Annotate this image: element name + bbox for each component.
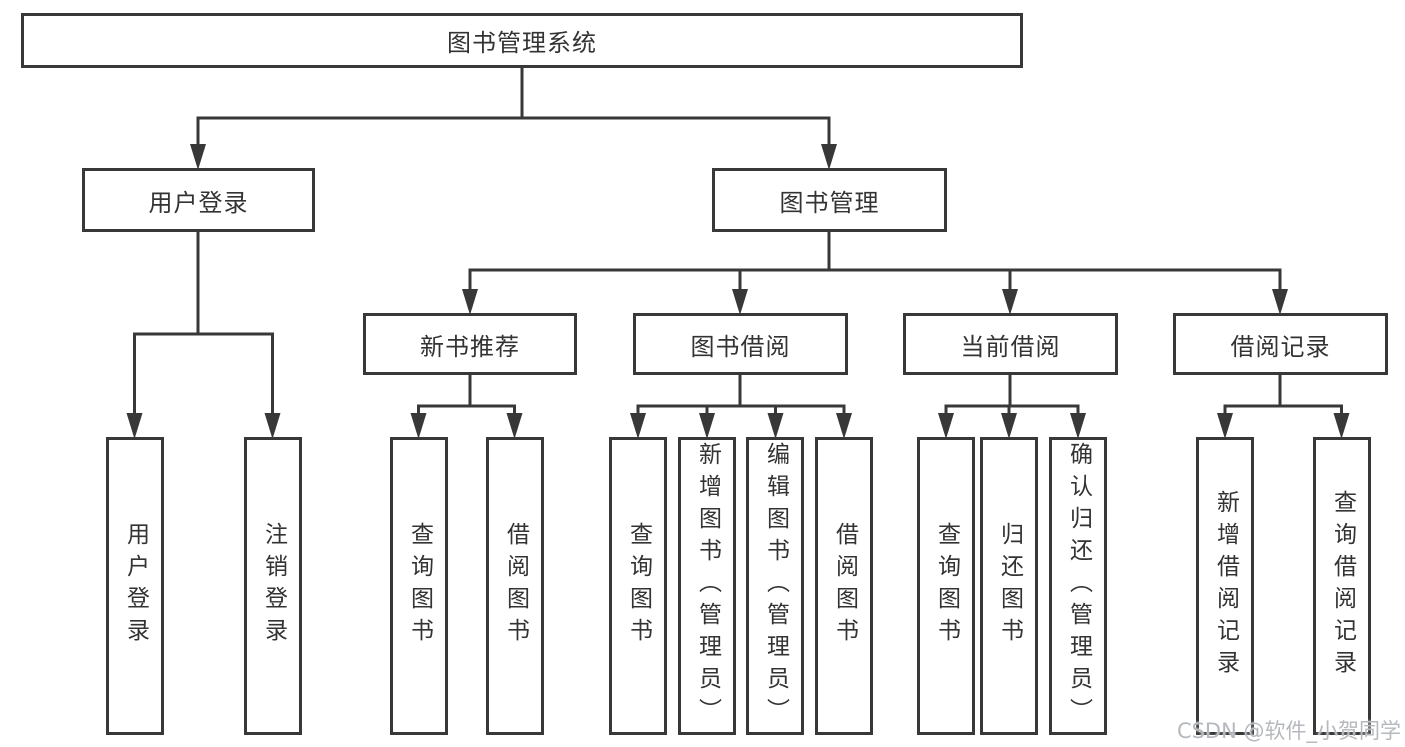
node-book-borrow: 图书借阅 <box>633 313 848 375</box>
leaf-return-books: 归还图书 <box>980 437 1038 735</box>
node-current-borrow: 当前借阅 <box>903 313 1118 375</box>
node-label: 新增图书（管理员） <box>694 442 721 730</box>
node-label: 归还图书 <box>996 522 1023 650</box>
node-label: 查询借阅记录 <box>1329 490 1356 682</box>
node-label: 借阅记录 <box>1230 332 1331 361</box>
leaf-logout: 注销登录 <box>244 437 302 735</box>
node-label: 图书借阅 <box>690 332 791 361</box>
arrowhead-icons <box>126 144 1350 439</box>
node-label: 当前借阅 <box>960 332 1061 361</box>
node-label: 确认归还（管理员） <box>1065 442 1092 730</box>
node-library-management-system: 图书管理系统 <box>21 13 1023 68</box>
node-label: 用户登录 <box>122 522 149 650</box>
csdn-watermark: CSDN @软件_小贺同学 <box>1176 719 1401 743</box>
node-user-login: 用户登录 <box>82 168 315 232</box>
node-book-management: 图书管理 <box>712 168 947 232</box>
node-label: 借阅图书 <box>831 522 858 650</box>
node-borrow-records: 借阅记录 <box>1173 313 1388 375</box>
node-label: 新增借阅记录 <box>1212 490 1239 682</box>
leaf-query-borrow-record: 查询借阅记录 <box>1313 437 1371 735</box>
leaf-recommend-borrow-books: 借阅图书 <box>486 437 544 735</box>
node-label: 图书管理系统 <box>447 29 597 57</box>
node-label: 注销登录 <box>260 522 287 650</box>
node-label: 查询图书 <box>933 522 960 650</box>
node-label: 编辑图书（管理员） <box>762 442 789 730</box>
leaf-current-query-books: 查询图书 <box>917 437 975 735</box>
leaf-recommend-query-books: 查询图书 <box>390 437 448 735</box>
node-label: 查询图书 <box>406 522 433 650</box>
leaf-borrow-query-books: 查询图书 <box>609 437 667 735</box>
node-label: 查询图书 <box>625 522 652 650</box>
node-label: 图书管理 <box>779 188 880 217</box>
node-label: 新书推荐 <box>420 332 520 361</box>
leaf-confirm-return-admin: 确认归还（管理员） <box>1049 437 1107 735</box>
node-label: 用户登录 <box>148 188 249 217</box>
node-label: 借阅图书 <box>502 522 529 650</box>
node-new-book-recommend: 新书推荐 <box>363 313 577 375</box>
leaf-add-books-admin: 新增图书（管理员） <box>678 437 736 735</box>
leaf-user-login: 用户登录 <box>106 437 164 735</box>
leaf-edit-books-admin: 编辑图书（管理员） <box>746 437 804 735</box>
leaf-borrow-books: 借阅图书 <box>815 437 873 735</box>
leaf-add-borrow-record: 新增借阅记录 <box>1196 437 1254 735</box>
